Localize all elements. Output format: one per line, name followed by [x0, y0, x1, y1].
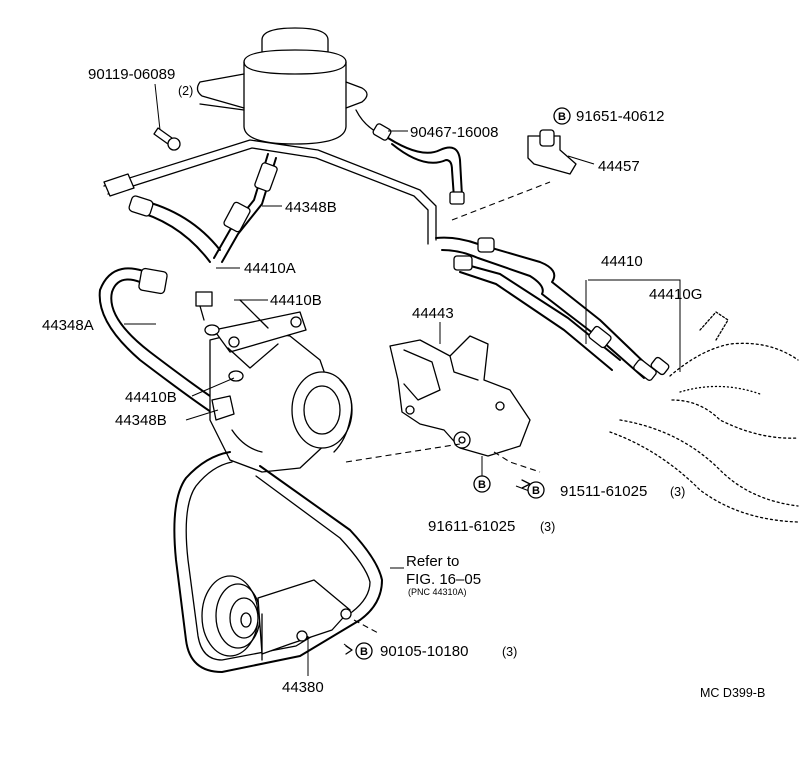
- bolt-marker-text: B: [558, 111, 566, 123]
- upper-hose-assembly: [128, 153, 278, 263]
- refer-fig-text: FIG. 16–05: [406, 571, 481, 588]
- drive-belt: [173, 451, 383, 673]
- label-44457: 44457: [598, 158, 640, 175]
- refer-to-text: Refer to: [406, 553, 459, 570]
- bolt-marker-91611: B: [473, 475, 491, 493]
- label-44348a: 44348A: [42, 317, 94, 334]
- alignment-lines: [345, 181, 551, 635]
- label-90119-06089: 90119-06089: [88, 66, 175, 83]
- arrow-91511: [521, 479, 531, 489]
- label-44443: 44443: [412, 305, 454, 322]
- reservoir-hose: [372, 123, 465, 205]
- label-44348b-lower: 44348B: [115, 412, 167, 429]
- label-91511-61025: 91511-61025: [560, 483, 647, 500]
- label-44410g: 44410G: [649, 286, 702, 303]
- pressure-hose-44410: [435, 236, 670, 381]
- label-44410a: 44410A: [244, 260, 296, 277]
- refer-pnc-text: (PNC 44310A): [408, 587, 467, 597]
- bolt-marker-text: B: [478, 479, 486, 491]
- bracket-44457: [527, 129, 577, 175]
- label-44380: 44380: [282, 679, 324, 696]
- reservoir-tank: [196, 27, 381, 145]
- bolt-90119: [153, 127, 181, 151]
- bolt-marker-91651: B: [553, 107, 571, 125]
- label-91511-qty: (3): [670, 485, 685, 499]
- label-90105-10180: 90105-10180: [380, 643, 468, 660]
- bolt-marker-text: B: [532, 485, 540, 497]
- hose-44348a: [98, 267, 223, 415]
- label-90119-qty: (2): [178, 84, 193, 98]
- steering-gear: [609, 311, 799, 523]
- label-90105-qty: (3): [502, 645, 517, 659]
- pressure-tube: [103, 139, 437, 245]
- label-91611-qty: (3): [540, 520, 555, 534]
- label-44410: 44410: [601, 253, 643, 270]
- bolt-marker-text: B: [360, 646, 368, 658]
- label-44410b-upper: 44410B: [270, 292, 322, 309]
- idler-pulley: [201, 575, 352, 661]
- bracket-44443: [389, 335, 531, 457]
- arrow-90105: [345, 645, 353, 655]
- drawing-code: MC D399-B: [700, 686, 765, 700]
- label-91611-61025: 91611-61025: [428, 518, 515, 535]
- bolt-marker-91511: B: [527, 481, 545, 499]
- leader-lines: [124, 83, 681, 676]
- pump-assembly: [195, 291, 353, 473]
- label-90467-16008: 90467-16008: [410, 124, 498, 141]
- label-91651-40612: 91651-40612: [576, 108, 664, 125]
- label-44410b-lower: 44410B: [125, 389, 177, 406]
- bolt-marker-90105: B: [355, 642, 373, 660]
- label-44348b-top: 44348B: [285, 199, 337, 216]
